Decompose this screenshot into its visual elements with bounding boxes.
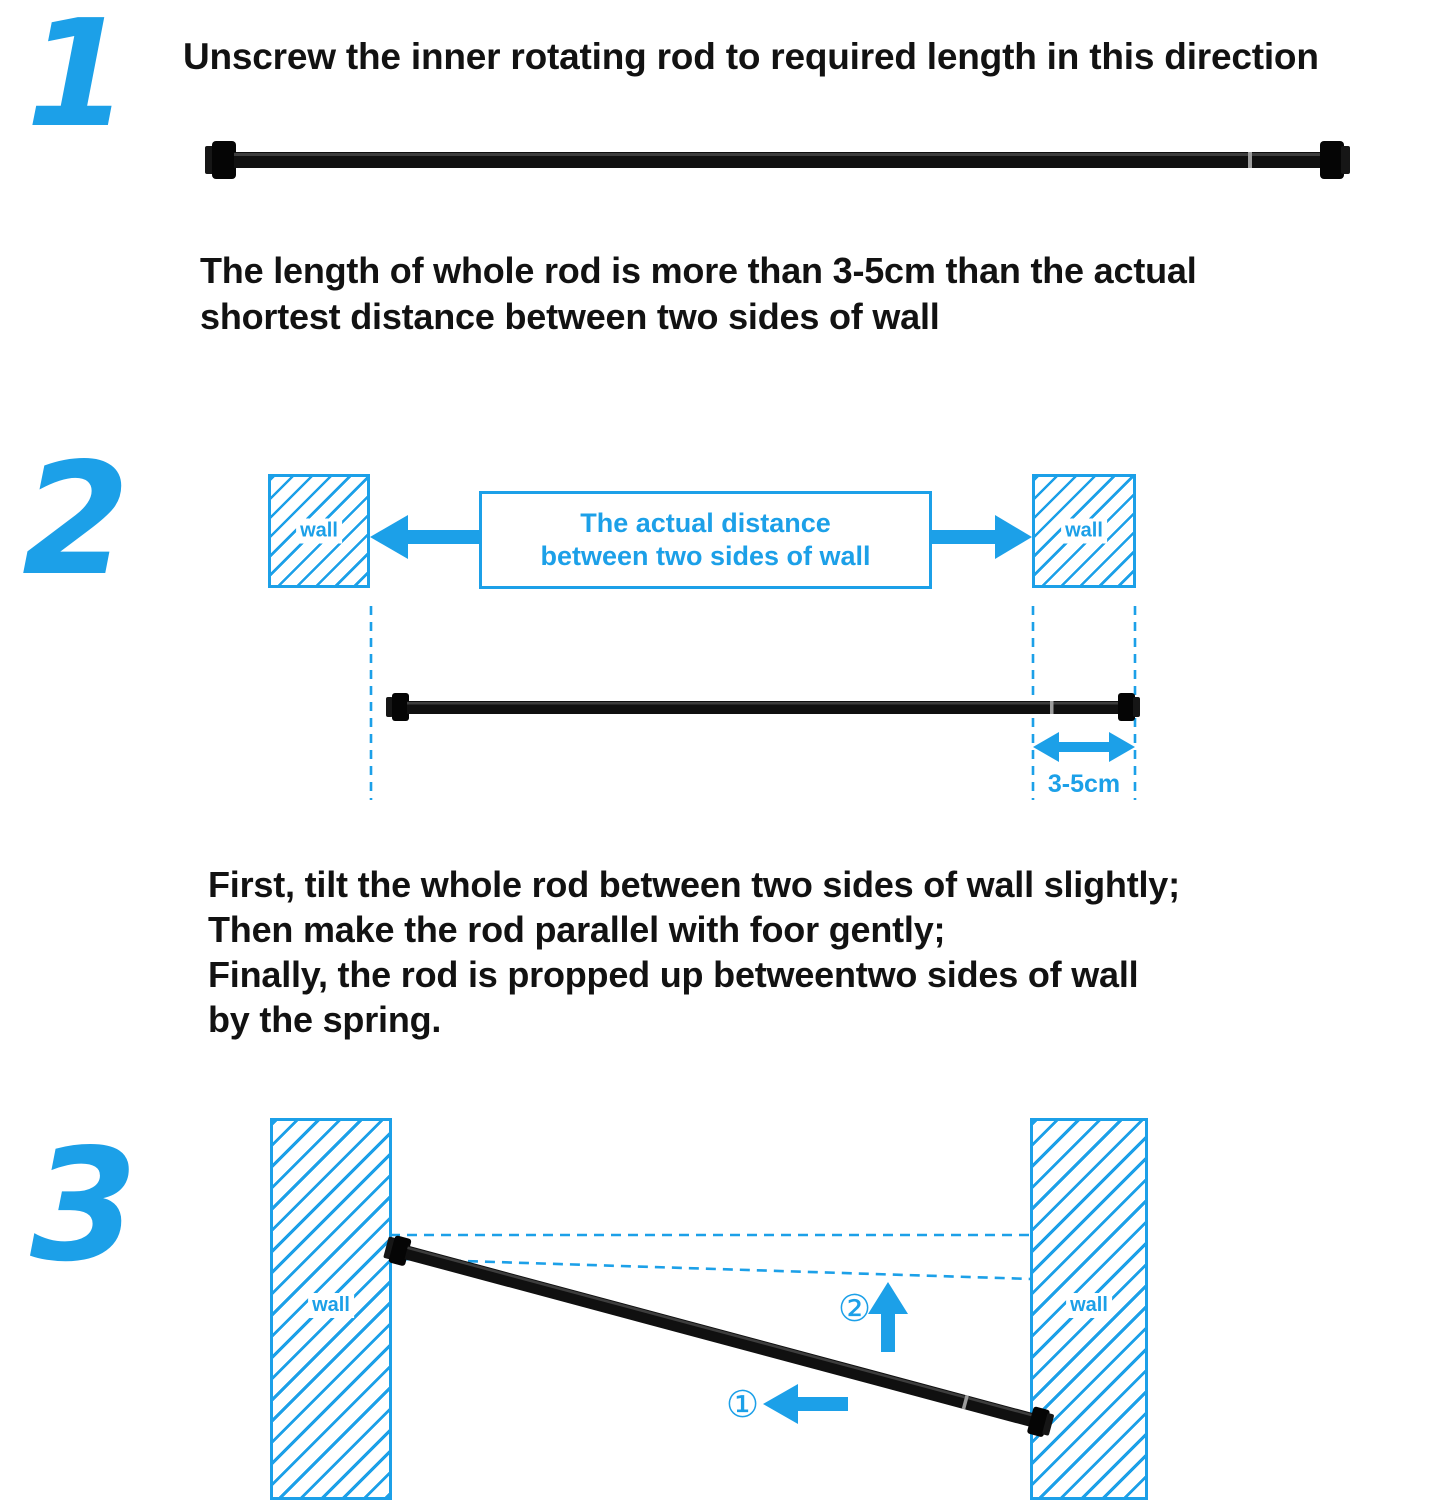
installation-instructions: First, tilt the whole rod between two si…	[208, 862, 1180, 1042]
distance-label-line-1: The actual distance	[580, 508, 831, 538]
step-2-right-wall: wall	[1032, 474, 1136, 588]
circled-step-1-marker: ①	[726, 1383, 760, 1426]
tension-rod-tilted-illustration	[383, 1235, 1054, 1437]
instruction-line-4: by the spring.	[208, 999, 442, 1040]
arrow-right-icon	[932, 515, 1032, 559]
rod-joint-line	[961, 1395, 969, 1410]
tension-rod-step2-illustration	[386, 693, 1140, 721]
caption-line-1: The length of whole rod is more than 3-5…	[200, 250, 1197, 291]
step-2-left-wall: wall	[268, 474, 370, 588]
instruction-line-2: Then make the rod parallel with foor gen…	[208, 909, 946, 950]
arrow-left-icon	[763, 1384, 848, 1424]
step-1-number: 1	[26, 0, 129, 160]
rod-left-cap	[205, 141, 236, 179]
caption-line-2: shortest distance between two sides of w…	[200, 296, 940, 337]
step-2-number: 2	[22, 429, 130, 610]
circled-step-2-marker: ②	[838, 1287, 872, 1330]
gap-size-label: 3-5cm	[1047, 770, 1121, 798]
step-1-heading: Unscrew the inner rotating rod to requir…	[183, 36, 1319, 77]
actual-distance-label-box: The actual distance between two sides of…	[479, 491, 932, 589]
distance-label-line-2: between two sides of wall	[540, 541, 871, 571]
step-3-right-wall: wall	[1030, 1118, 1148, 1500]
instruction-line-3: Finally, the rod is propped up betweentw…	[208, 954, 1139, 995]
rod-right-cap	[1320, 141, 1350, 179]
step-3-diagram	[383, 1233, 1054, 1437]
step-2-left-wall-label: wall	[296, 518, 342, 544]
step-1-caption: The length of whole rod is more than 3-5…	[200, 248, 1197, 340]
instruction-line-1: First, tilt the whole rod between two si…	[208, 864, 1180, 905]
arrow-left-icon	[370, 515, 481, 559]
step-3-left-wall: wall	[270, 1118, 392, 1500]
step-2-right-wall-label: wall	[1061, 518, 1107, 544]
arrow-up-icon	[868, 1282, 908, 1352]
step-2-diagram	[369, 515, 1140, 800]
double-arrow-icon	[1033, 732, 1135, 762]
rod-joint-line	[1050, 701, 1054, 714]
dashed-target-position-lines	[390, 1233, 1033, 1281]
step-3-number: 3	[30, 1115, 138, 1296]
rod-joint-line	[1248, 152, 1252, 168]
tension-rod-straight-illustration	[205, 141, 1350, 179]
step-3-right-wall-label: wall	[1066, 1293, 1112, 1318]
step-3-left-wall-label: wall	[308, 1293, 354, 1318]
rod-tube	[234, 152, 1324, 168]
